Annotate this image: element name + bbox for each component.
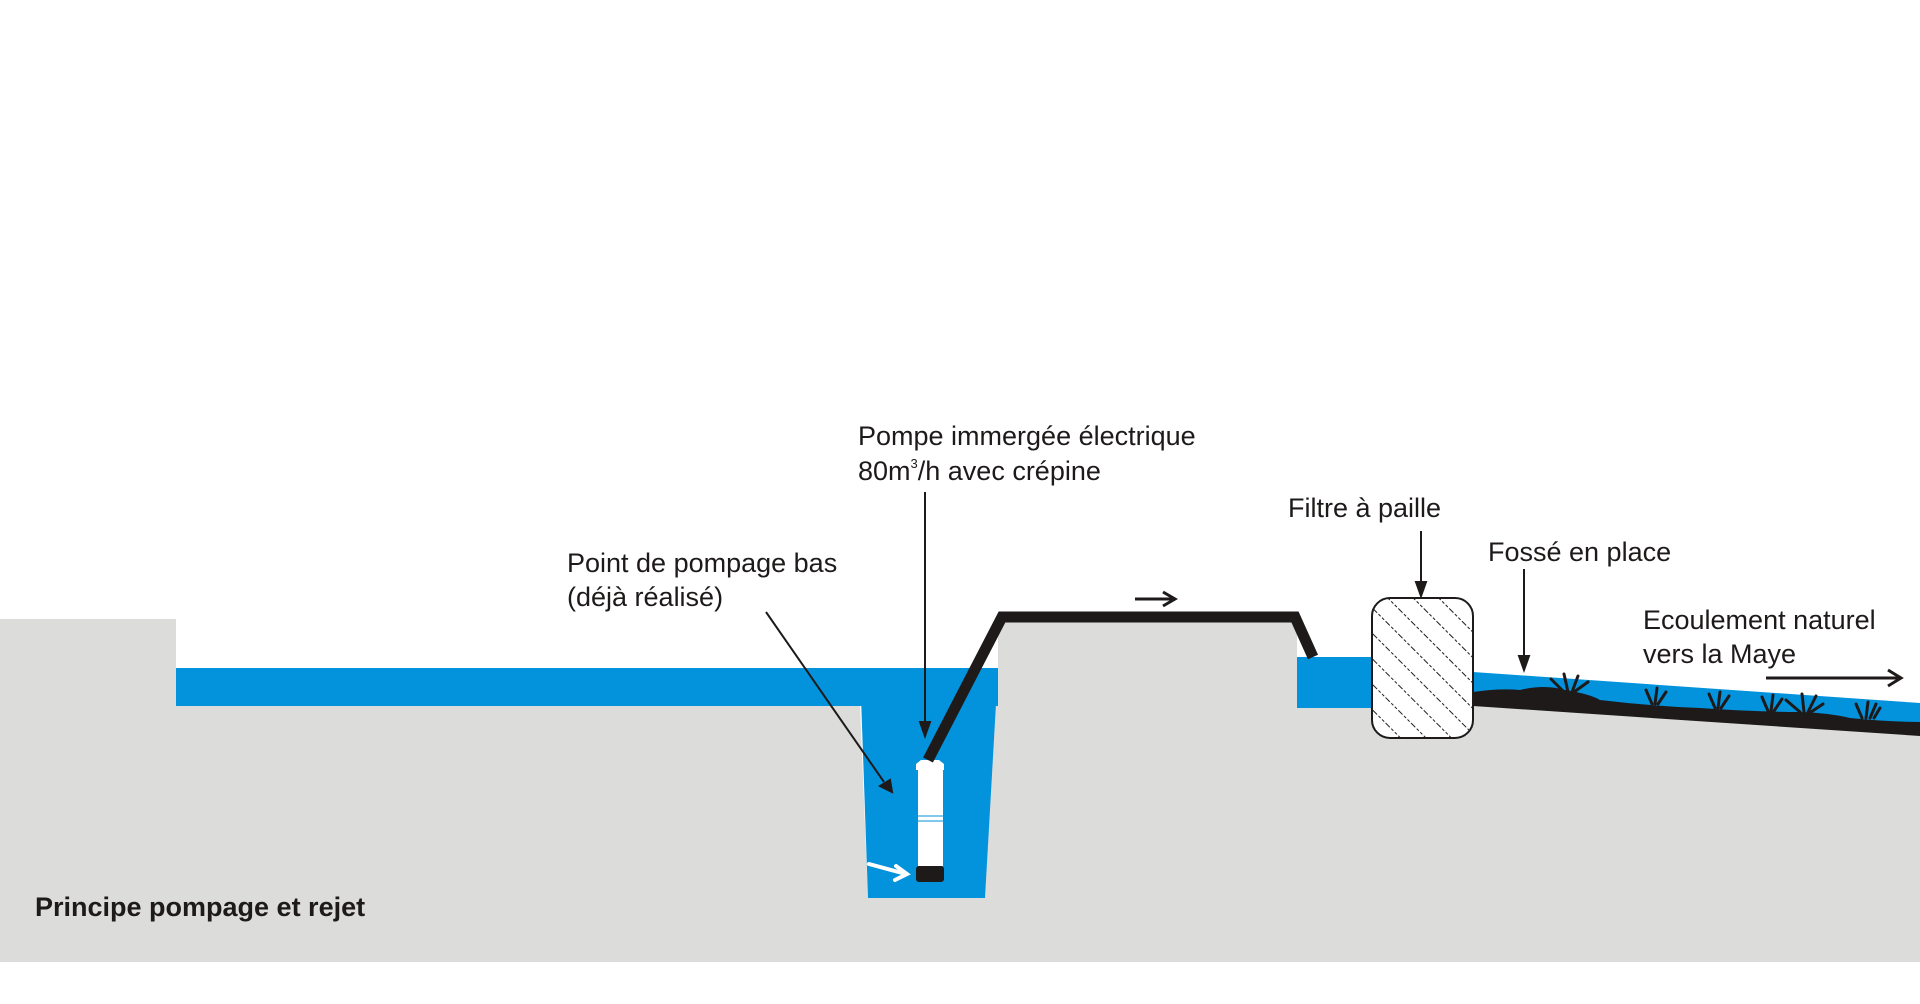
water-basin <box>1297 657 1375 708</box>
intake-arrow-icon <box>867 862 911 882</box>
ditch-bed <box>1473 687 1920 736</box>
hose-flow-arrow-icon <box>1135 590 1178 608</box>
low-point-label-line2: (déjà réalisé) <box>567 582 723 612</box>
grass-tufts <box>1549 672 1882 720</box>
submersible-pump <box>916 760 944 882</box>
outflow-label-line1: Ecoulement naturel <box>1643 605 1876 635</box>
pump-label-line2: 80m3/h avec crépine <box>858 456 1101 486</box>
pump-flow-suffix: /h avec crépine <box>918 456 1101 486</box>
outflow-label-line2: vers la Maye <box>1643 639 1796 669</box>
low-point-label-line1: Point de pompage bas <box>567 548 837 578</box>
low-point-leader-arrow-icon <box>765 611 894 794</box>
pump-label-line1: Pompe immergée électrique <box>858 421 1196 451</box>
straw-filter <box>1371 597 1474 739</box>
discharge-hose <box>923 611 1319 763</box>
ditch-leader-arrow-icon <box>1517 569 1531 673</box>
pump-leader-arrow-icon <box>918 492 932 739</box>
ditch-label: Fossé en place <box>1488 537 1671 567</box>
mound <box>998 617 1297 708</box>
outflow-arrow-icon <box>1766 668 1904 688</box>
diagram-title: Principe pompage et rejet <box>35 892 365 922</box>
pump-flow-value: 80m <box>858 456 911 486</box>
pump-flow-exponent: 3 <box>911 456 918 471</box>
filter-label: Filtre à paille <box>1288 493 1441 523</box>
ground <box>0 617 1920 962</box>
strainer <box>916 866 944 882</box>
filter-leader-arrow-icon <box>1414 531 1428 599</box>
